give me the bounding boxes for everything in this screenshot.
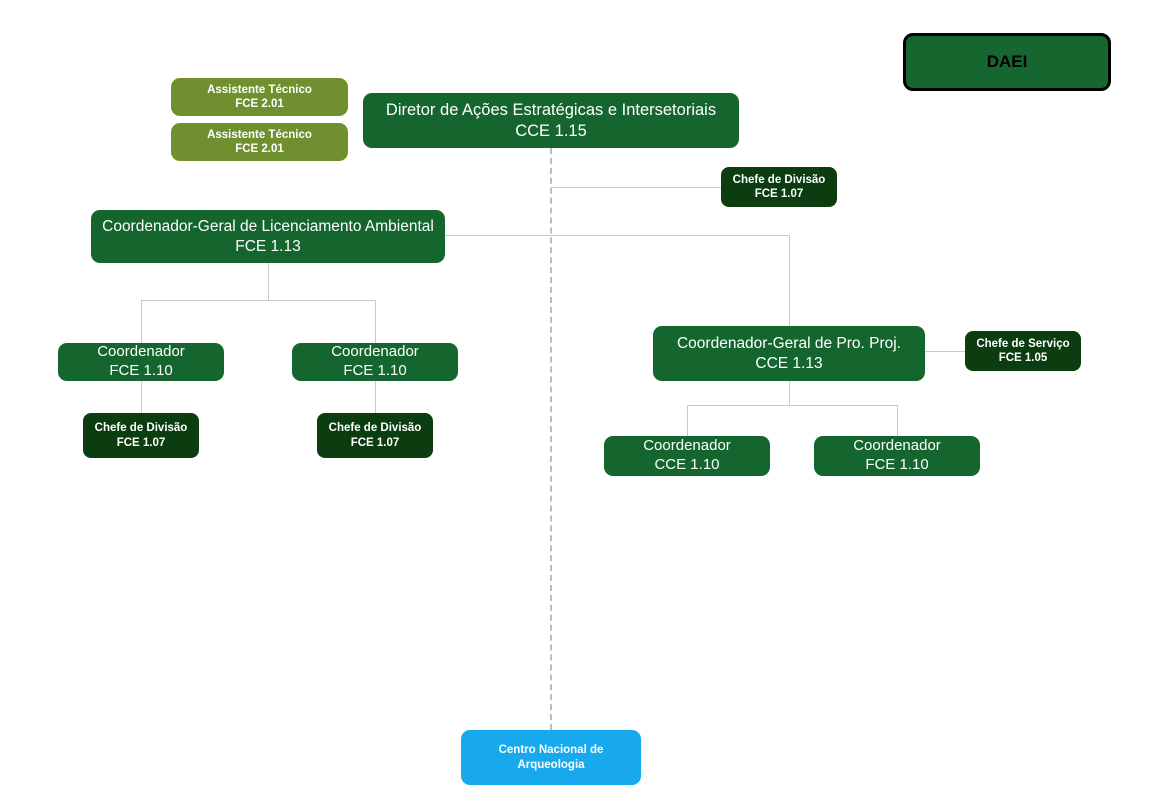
connector-director-to-division-chief	[551, 187, 721, 188]
connector-coord-l1-to-division-chief	[141, 381, 142, 413]
node-chefe-divisao-licenciamento-1-role: Chefe de Divisão	[94, 422, 188, 435]
node-chefe-divisao-diretor-role: Chefe de Divisão	[732, 173, 826, 186]
node-assistente-tecnico-1[interactable]: Assistente Técnico FCE 2.01	[171, 78, 348, 116]
node-coordenador-pro-proj-1-code: CCE 1.10	[654, 456, 720, 473]
node-chefe-servico[interactable]: Chefe de Serviço FCE 1.05	[965, 331, 1081, 371]
node-cg-pro-proj[interactable]: Coordenador-Geral de Pro. Proj. CCE 1.13	[653, 326, 925, 381]
connector-bar-licenciamento-coordinators	[141, 300, 376, 301]
node-chefe-divisao-licenciamento-2-role: Chefe de Divisão	[328, 422, 422, 435]
node-cg-pro-proj-code: CCE 1.13	[755, 354, 823, 372]
node-chefe-divisao-diretor-code: FCE 1.07	[754, 188, 804, 200]
connector-stem-cg-licenciamento	[268, 263, 269, 300]
node-chefe-divisao-licenciamento-1-code: FCE 1.07	[116, 436, 166, 449]
node-coordenador-pro-proj-1[interactable]: Coordenador CCE 1.10	[604, 436, 770, 476]
node-coordenador-licenciamento-1-role: Coordenador	[97, 343, 185, 361]
node-chefe-divisao-licenciamento-1[interactable]: Chefe de Divisão FCE 1.07	[83, 413, 199, 458]
connector-coord-l2-to-division-chief	[375, 381, 376, 413]
node-coordenador-licenciamento-1[interactable]: Coordenador FCE 1.10	[58, 343, 224, 381]
node-diretor[interactable]: Diretor de Ações Estratégicas e Interset…	[363, 93, 739, 148]
connector-drop-coord-l1	[141, 300, 142, 343]
node-centro-nacional-arqueologia[interactable]: Centro Nacional de Arqueologia	[461, 730, 641, 785]
node-diretor-code: CCE 1.15	[515, 121, 587, 140]
node-cg-licenciamento-ambiental[interactable]: Coordenador-Geral de Licenciamento Ambie…	[91, 210, 445, 263]
node-daei-label: DAEI	[986, 52, 1028, 72]
node-centro-nacional-arqueologia-line-1: Centro Nacional de	[498, 744, 604, 757]
node-cg-licenciamento-role: Coordenador-Geral de Licenciamento Ambie…	[102, 218, 434, 236]
node-chefe-servico-role: Chefe de Serviço	[976, 337, 1070, 350]
node-cg-licenciamento-code: FCE 1.13	[235, 237, 301, 255]
connector-drop-to-cg-proproj	[789, 235, 790, 326]
node-assistente-tecnico-1-role: Assistente Técnico	[207, 83, 312, 96]
node-coordenador-licenciamento-2-code: FCE 1.10	[343, 362, 407, 379]
node-assistente-tecnico-2-role: Assistente Técnico	[207, 128, 312, 141]
node-assistente-tecnico-1-code: FCE 2.01	[235, 98, 284, 110]
connector-director-level-bar	[268, 235, 789, 236]
connector-drop-coord-r1	[687, 405, 688, 436]
node-coordenador-pro-proj-2[interactable]: Coordenador FCE 1.10	[814, 436, 980, 476]
node-centro-nacional-arqueologia-line-2: Arqueologia	[517, 758, 585, 771]
node-diretor-role: Diretor de Ações Estratégicas e Interset…	[385, 100, 717, 119]
connector-bar-proproj-coordinators	[687, 405, 898, 406]
node-daei-root[interactable]: DAEI	[903, 33, 1111, 91]
node-assistente-tecnico-2-code: FCE 2.01	[235, 143, 284, 155]
connector-cg-proproj-to-service-chief	[925, 351, 965, 352]
node-chefe-divisao-licenciamento-2-code: FCE 1.07	[350, 436, 400, 449]
node-coordenador-licenciamento-1-code: FCE 1.10	[109, 362, 173, 379]
node-coordenador-licenciamento-2[interactable]: Coordenador FCE 1.10	[292, 343, 458, 381]
node-coordenador-pro-proj-1-role: Coordenador	[643, 437, 731, 455]
connector-drop-coord-r2	[897, 405, 898, 436]
connector-stem-cg-proproj	[789, 381, 790, 405]
connector-drop-coord-l2	[375, 300, 376, 343]
node-coordenador-pro-proj-2-code: FCE 1.10	[865, 456, 929, 473]
node-chefe-servico-code: FCE 1.05	[998, 352, 1048, 364]
node-coordenador-pro-proj-2-role: Coordenador	[853, 437, 941, 455]
node-chefe-divisao-diretor[interactable]: Chefe de Divisão FCE 1.07	[721, 167, 837, 207]
connector-dashed-spine	[550, 148, 552, 730]
node-assistente-tecnico-2[interactable]: Assistente Técnico FCE 2.01	[171, 123, 348, 161]
node-cg-pro-proj-role: Coordenador-Geral de Pro. Proj.	[676, 335, 901, 353]
node-coordenador-licenciamento-2-role: Coordenador	[331, 343, 419, 361]
node-chefe-divisao-licenciamento-2[interactable]: Chefe de Divisão FCE 1.07	[317, 413, 433, 458]
